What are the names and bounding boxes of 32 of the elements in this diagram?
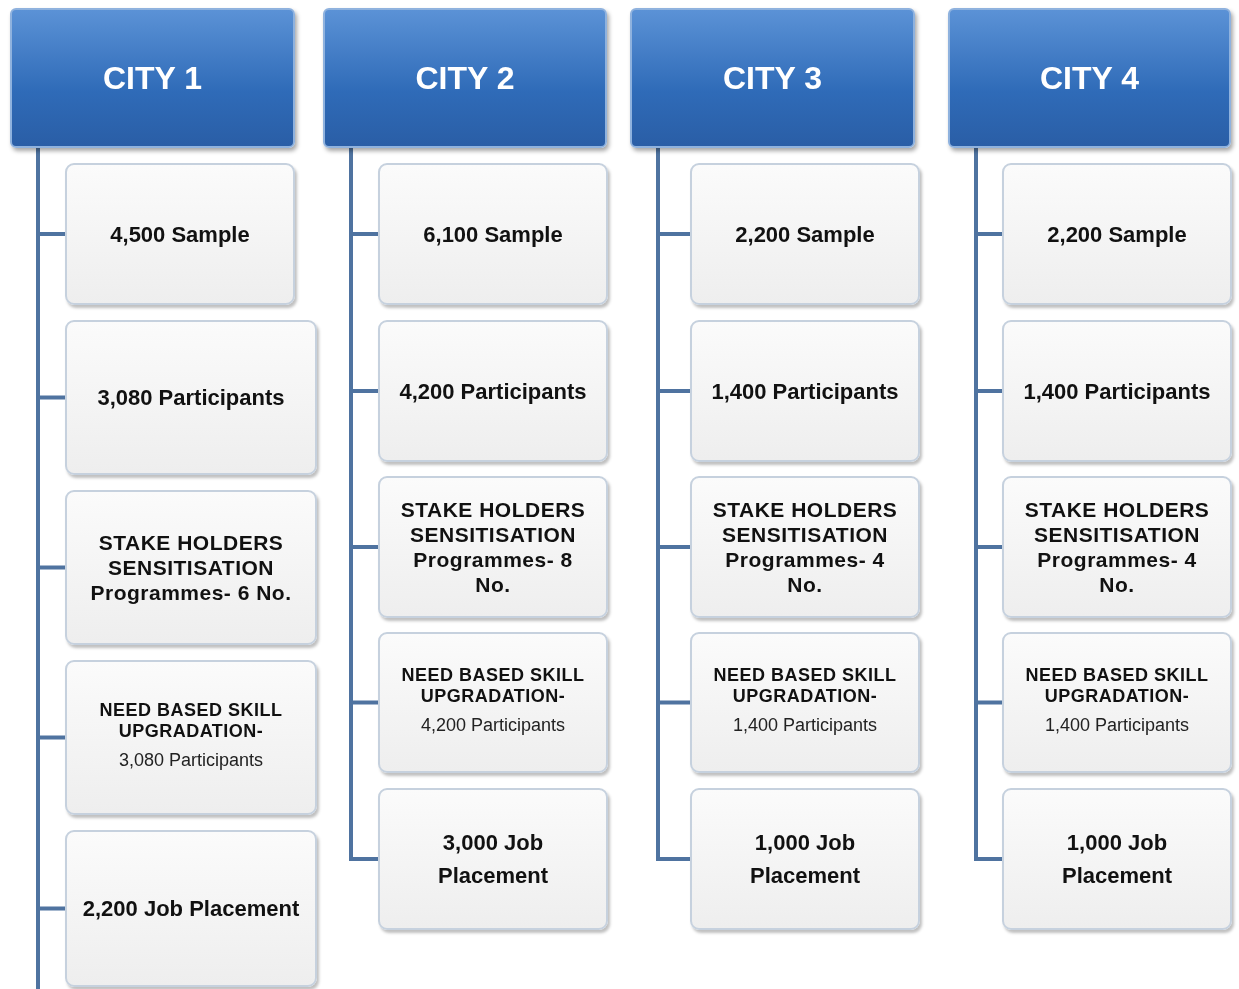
info-box: STAKE HOLDERS SENSITISATION Programmes- 4 No.: [1002, 476, 1232, 618]
info-box: [690, 632, 920, 773]
box-text: 1,400 Participants: [1044, 713, 1190, 737]
info-box: 1,000 Job Placement: [1002, 788, 1232, 930]
box-text: 4,200 Participants: [420, 713, 566, 737]
city-header-box: CITY 1: [10, 8, 295, 148]
info-box: 1,000 Job Placement: [690, 788, 920, 930]
box-text: 3,080 Participants: [118, 748, 264, 772]
box-heading: NEED BASED SKILL UPGRADATION-: [98, 699, 284, 743]
info-box: [65, 660, 317, 815]
box-heading: NEED BASED SKILL UPGRADATION-: [712, 664, 898, 708]
city-header-box: CITY 2: [323, 8, 607, 148]
info-box: 1,400 Participants: [1002, 320, 1232, 462]
box-text: 1,400 Participants: [732, 713, 878, 737]
info-box: 2,200 Job Placement: [65, 830, 317, 987]
info-box: STAKE HOLDERS SENSITISATION Programmes- 4 No.: [690, 476, 920, 618]
info-box: 3,000 Job Placement: [378, 788, 608, 930]
city-header-box: CITY 3: [630, 8, 915, 148]
info-box: [378, 632, 608, 773]
info-box: 4,200 Participants: [378, 320, 608, 462]
city-header-box: CITY 4: [948, 8, 1231, 148]
box-heading: NEED BASED SKILL UPGRADATION-: [400, 664, 586, 708]
info-box: 4,500 Sample: [65, 163, 295, 305]
info-box: 2,200 Sample: [1002, 163, 1232, 305]
info-box: STAKE HOLDERS SENSITISATION Programmes- 8 No.: [378, 476, 608, 618]
info-box: 2,200 Sample: [690, 163, 920, 305]
info-box: 6,100 Sample: [378, 163, 608, 305]
info-box: STAKE HOLDERS SENSITISATION Programmes- 6 No.: [65, 490, 317, 645]
info-box: 1,400 Participants: [690, 320, 920, 462]
info-box: [1002, 632, 1232, 773]
box-heading: NEED BASED SKILL UPGRADATION-: [1024, 664, 1210, 708]
info-box: 3,080 Participants: [65, 320, 317, 475]
